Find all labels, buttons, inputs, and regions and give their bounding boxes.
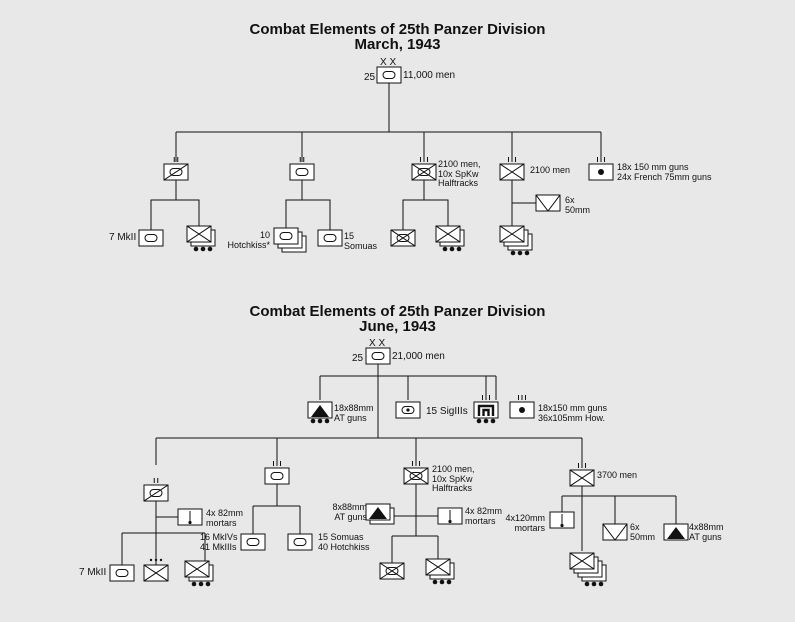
chart2-infantry-battalions <box>569 552 607 587</box>
chart2-mkiv-tanks <box>240 533 266 551</box>
chart1-hotchkiss-tanks <box>273 227 307 253</box>
chart1-hotchkiss-label: 10 Hotchkiss* <box>227 230 270 250</box>
chart2-mkiv-label: 16 MkIVs 41 MkIIIs <box>200 532 238 552</box>
chart1-division-mark: X X <box>380 57 397 68</box>
chart1-somuas-tanks <box>317 229 343 247</box>
connector-lines <box>121 83 677 565</box>
chart2-mortar3-label: 4x120mm mortars <box>505 513 545 533</box>
chart2-mortar-platoon-1 <box>177 508 203 526</box>
chart2-rocket-battery <box>473 395 499 424</box>
chart2-mech-infantry-battalions <box>184 560 214 587</box>
chart2-at50-label: 6x 50mm <box>630 522 656 542</box>
chart1-regt2-label: 2100 men, 10x SpKw Halftracks <box>438 159 481 188</box>
chart2-division-mark: X X <box>369 338 386 349</box>
chart1-division-symbol <box>376 66 402 84</box>
chart1-artillery-label: 18x 150 mm guns 24x French 75mm guns <box>617 162 712 182</box>
chart2-antitank-battalion <box>307 401 333 424</box>
chart2-mortar1-label: 4x 82mm mortars <box>206 508 244 528</box>
chart1-antitank-label: 6x 50mm <box>565 195 591 215</box>
chart2-at88-label: 8x88mm AT guns <box>332 502 367 522</box>
chart2-at88b-label: 4x88mm AT guns <box>689 522 724 542</box>
chart2-division-strength: 21,000 men <box>392 351 445 362</box>
chart1-mech-infantry-battalions-2 <box>435 225 465 252</box>
chart1-division-number: 25 <box>364 72 376 83</box>
chart1-mkii-tank-company <box>138 229 164 247</box>
chart2-somuas-tanks <box>287 533 313 551</box>
chart1-infantry-regiment <box>499 157 525 181</box>
chart2-mortar2-label: 4x 82mm mortars <box>465 506 503 526</box>
chart2-88mm-antitank-company <box>663 523 689 541</box>
chart2-antitank-label: 18x88mm AT guns <box>334 403 374 423</box>
chart2-mkii-tank-company <box>109 564 135 582</box>
chart1-mkii-label: 7 MkII <box>109 232 137 243</box>
chart2-division-symbol <box>365 347 391 365</box>
chart1-division-strength: 11,000 men <box>403 70 456 81</box>
chart1-pzgren-battalion <box>390 229 416 247</box>
chart1-antitank-company <box>535 194 561 212</box>
chart1-mech-infantry-battalions <box>186 225 216 252</box>
chart1-regt3-label: 2100 men <box>530 165 571 175</box>
chart2-artillery-label: 18x150 mm guns 36x105mm How. <box>538 403 608 423</box>
chart2-50mm-antitank-company <box>602 523 628 541</box>
chart1-infantry-battalions <box>499 225 533 256</box>
chart2-division-number: 25 <box>352 353 364 364</box>
chart2-sig-label: 15 SigIIIs <box>426 406 468 417</box>
chart2-regt2-label: 3700 men <box>597 470 638 480</box>
chart2-mkii-label: 7 MkII <box>79 567 107 578</box>
chart2-tank-regiment <box>264 461 290 485</box>
chart1-tank-regiment <box>289 157 315 181</box>
chart1-title: Combat Elements of 25th Panzer Division <box>249 21 546 38</box>
chart2-somuas-label: 15 Somuas 40 Hotchkiss <box>318 532 370 552</box>
chart2-title: Combat Elements of 25th Panzer Division <box>249 303 546 320</box>
chart2-subtitle: June, 1943 <box>359 318 436 335</box>
chart2-mech-infantry-battalions-2 <box>425 558 455 585</box>
chart1-recon-battalion <box>163 157 189 181</box>
chart1-artillery-regiment <box>588 157 614 181</box>
chart2-infantry-regiment <box>569 463 595 487</box>
chart2-88-antitank-guns <box>365 503 395 525</box>
chart2-mortar-platoon-2 <box>437 507 463 525</box>
chart2-recon-battalion <box>143 478 169 502</box>
chart2-artillery-regiment <box>509 395 535 419</box>
chart2-signal-company <box>395 401 421 419</box>
chart2-heavy-mortar-company <box>549 511 575 529</box>
chart2-grenadier-company <box>143 558 169 582</box>
chart1-somuas-label: 15 Somuas <box>344 231 378 251</box>
chart2-pzgren-battalion <box>379 562 405 580</box>
unit-symbols <box>109 66 689 587</box>
chart1-panzergrenadier-regiment-1 <box>411 157 437 181</box>
chart1-subtitle: March, 1943 <box>354 36 441 53</box>
chart2-regt1-label: 2100 men, 10x SpKw Halftracks <box>432 464 475 493</box>
chart2-panzergrenadier-regiment <box>403 461 429 485</box>
